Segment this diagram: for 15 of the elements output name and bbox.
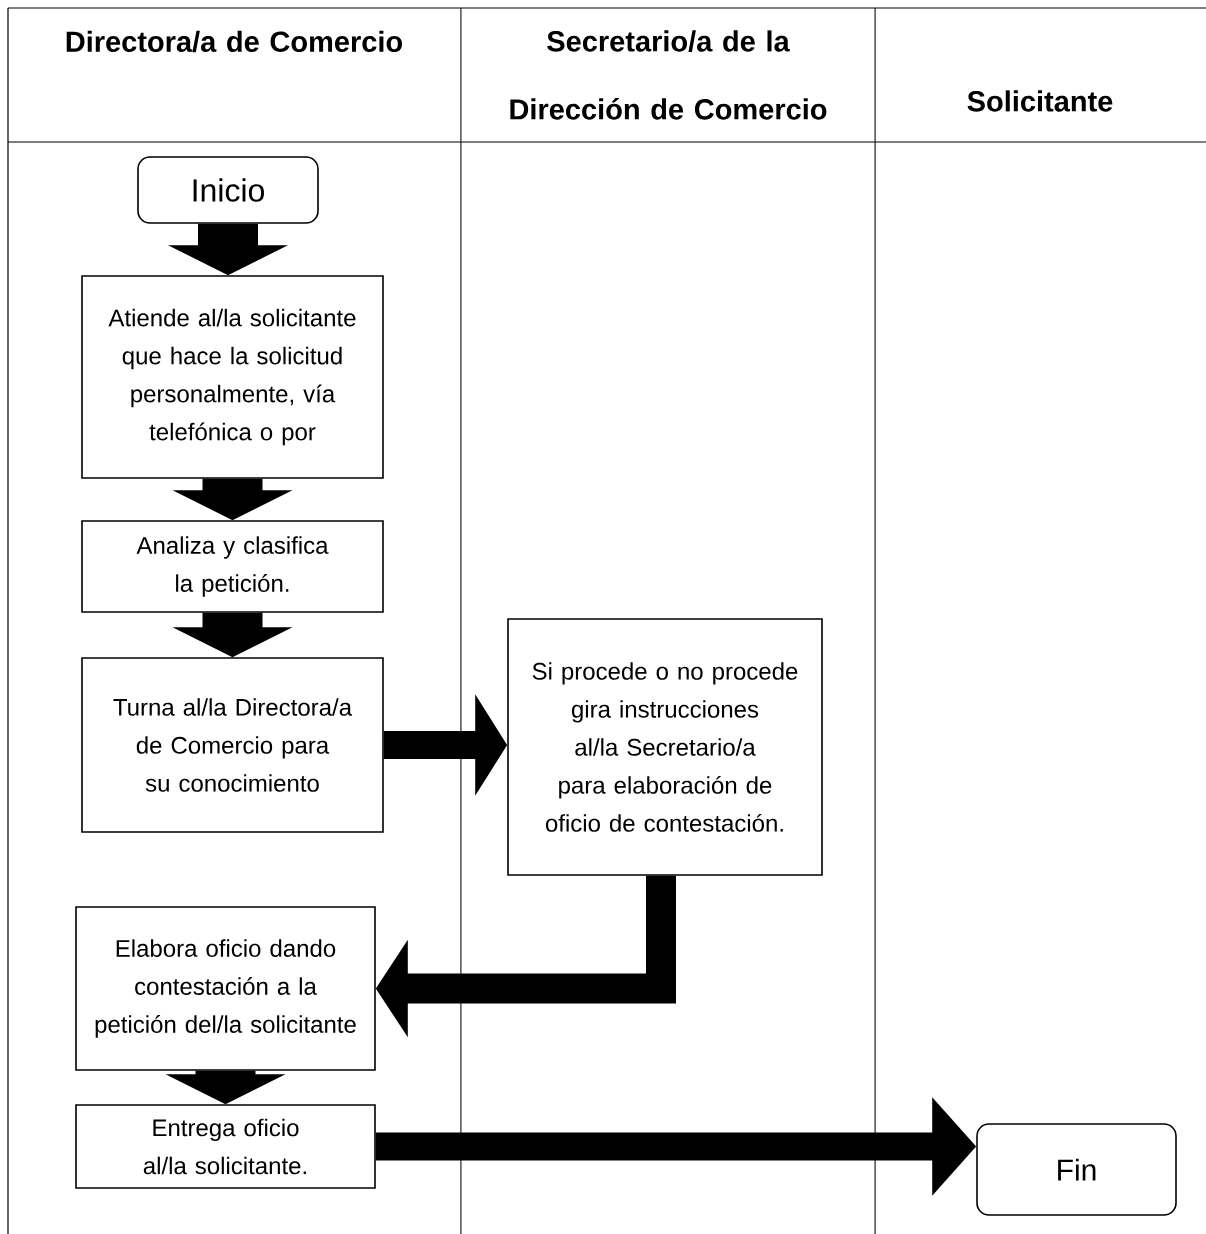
lane-header: Solicitante [967,90,1113,112]
block-arrow [172,478,293,521]
process-box: Atiende al/la solicitante que hace la solicitud personalmente, vía telefónica o por [81,275,384,479]
terminal-box: Fin [976,1123,1177,1216]
process-box: Entrega oficio al/la solicitante. [75,1104,376,1189]
process-box: Si procede o no procede gira instrucciones al/la Secretario/a para elaboración de oficio de contestación. [507,618,823,876]
block-arrow [165,1070,286,1105]
block-arrow [172,612,293,658]
lane-header: Directora/a de Comercio [66,30,403,53]
lane-header: Secretario/a de la Dirección de Comercio [510,30,827,120]
process-box: Turna al/la Directora/a de Comercio para su conocimiento [81,657,384,833]
block-arrow [168,223,288,276]
process-box: Elabora oficio dando contestación a la petición del/la solicitante [75,906,376,1071]
terminal-box: Inicio [137,156,319,224]
process-box: Analiza y clasifica la petición. [81,520,384,613]
